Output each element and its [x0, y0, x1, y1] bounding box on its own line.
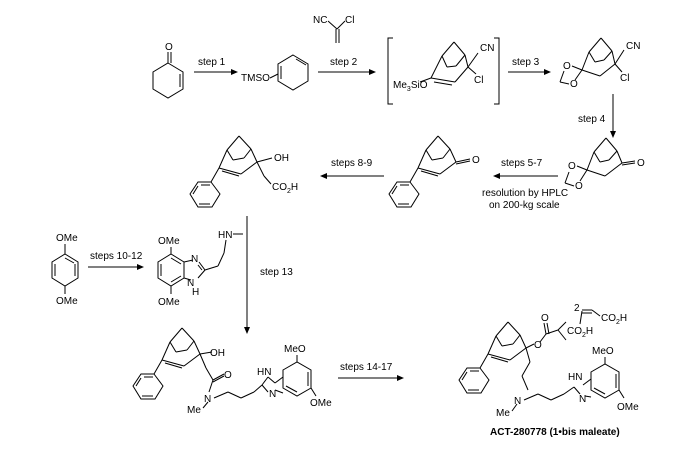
ome-label-product: OMe: [617, 402, 639, 413]
benzimidazole-amine: OMe N N H OMe HN: [157, 230, 243, 308]
n-label-product: N: [514, 396, 521, 407]
arrow-step-3: step 3: [508, 57, 551, 75]
ketone-o-label: O: [637, 158, 645, 169]
dimethoxybenzene: OMe OMe: [51, 233, 79, 307]
co2h-maleic-2: CO2H: [567, 326, 593, 339]
ketal-o3: O: [568, 161, 576, 172]
maleic-acid: 2 CO2H CO2H: [567, 303, 627, 339]
ketal-o1: O: [563, 61, 571, 72]
hn-label-amide: HN: [257, 367, 271, 378]
me-label-amide: Me: [187, 405, 201, 416]
meo-label-product: MeO: [592, 346, 614, 357]
nc-label: NC: [313, 15, 327, 26]
silyl-dienol-ether: TMSO: [241, 54, 309, 91]
arrow-step-13: step 13: [244, 216, 293, 334]
amide-o-label: O: [224, 370, 232, 381]
step-3-label: step 3: [512, 57, 540, 68]
ome-benzimid-top: OMe: [158, 236, 180, 247]
diels-alder-adduct: CN Cl Me3SiO: [387, 37, 500, 105]
arrow-steps-10-12: steps 10-12: [88, 251, 144, 270]
phenyl-bicyclic-ketone: O: [388, 135, 480, 208]
n-label-amide: N: [204, 394, 211, 405]
chloroacrylonitrile-reagent: NC Cl: [313, 15, 354, 43]
cyclohexenone: O: [152, 42, 184, 99]
arrow-steps-5-7: steps 5-7 resolution by HPLC on 200-kg s…: [482, 158, 568, 211]
resolution-line-2: on 200-kg scale: [489, 200, 560, 211]
n-label-product-imid: N: [579, 394, 586, 405]
cl-label-ketal: Cl: [620, 73, 629, 84]
amide-intermediate: OH O N Me HN N MeO OMe: [132, 327, 332, 416]
ketal-o4: O: [575, 181, 583, 192]
n-label-amide-imid: N: [269, 389, 276, 400]
ome-top: OMe: [56, 233, 78, 244]
hydroxy-acid: OH CO2H: [189, 135, 298, 208]
product-name: ACT-280778 (1•bis maleate): [490, 427, 620, 438]
ketal-ketone: O O O: [564, 137, 645, 192]
step-13-label: step 13: [260, 267, 293, 278]
arrow-step-1: step 1: [194, 57, 238, 75]
h-label-imid: H: [192, 287, 199, 298]
meo-label-amide: MeO: [284, 344, 306, 355]
ome-bottom: OMe: [56, 296, 78, 307]
steps-5-7-label: steps 5-7: [501, 158, 543, 169]
cl-label: Cl: [345, 15, 354, 26]
oh-label-7: OH: [274, 153, 289, 164]
arrow-step-4: step 4: [578, 94, 616, 138]
step-4-label: step 4: [578, 114, 606, 125]
tmso-label: TMSO: [241, 73, 270, 84]
equivalents-label: 2: [574, 303, 580, 314]
ome-label-amide: OMe: [310, 398, 332, 409]
me3sio-label: Me3SiO: [393, 80, 428, 93]
n-label-imid-2: N: [187, 278, 194, 289]
ester-o-label: O: [534, 340, 542, 351]
step-2-label: step 2: [330, 57, 358, 68]
cn-label: CN: [480, 43, 494, 54]
arrow-steps-14-17: steps 14-17: [338, 362, 404, 381]
steps-8-9-label: steps 8-9: [331, 158, 373, 169]
step-1-label: step 1: [198, 57, 226, 68]
oh-label-amide: OH: [210, 348, 225, 359]
hn-label-amine: HN: [218, 230, 232, 241]
me-label-product: Me: [496, 408, 510, 419]
n-label-imid: N: [191, 254, 198, 265]
arrow-step-2: step 2: [318, 57, 376, 75]
ketone-oxygen-label: O: [165, 42, 173, 53]
ketal-o2: O: [570, 79, 578, 90]
ome-benzimid-bottom: OMe: [158, 297, 180, 308]
hn-label-product: HN: [568, 372, 582, 383]
ketal-chloronitrile: CN Cl O O: [559, 37, 640, 90]
co2h-label-7: CO2H: [272, 182, 298, 195]
steps-10-12-label: steps 10-12: [90, 251, 143, 262]
steps-14-17-label: steps 14-17: [340, 362, 393, 373]
ester-carbonyl-o-label: O: [541, 313, 549, 324]
cn-label-ketal: CN: [626, 41, 640, 52]
resolution-line-1: resolution by HPLC: [482, 188, 568, 199]
act-280778-product: O O N Me HN N MeO OMe: [458, 313, 639, 419]
arrow-steps-8-9: steps 8-9: [320, 158, 384, 179]
cl-label-adduct: Cl: [474, 75, 483, 86]
ketone-o-6: O: [472, 155, 480, 166]
co2h-maleic-1: CO2H: [601, 313, 627, 326]
